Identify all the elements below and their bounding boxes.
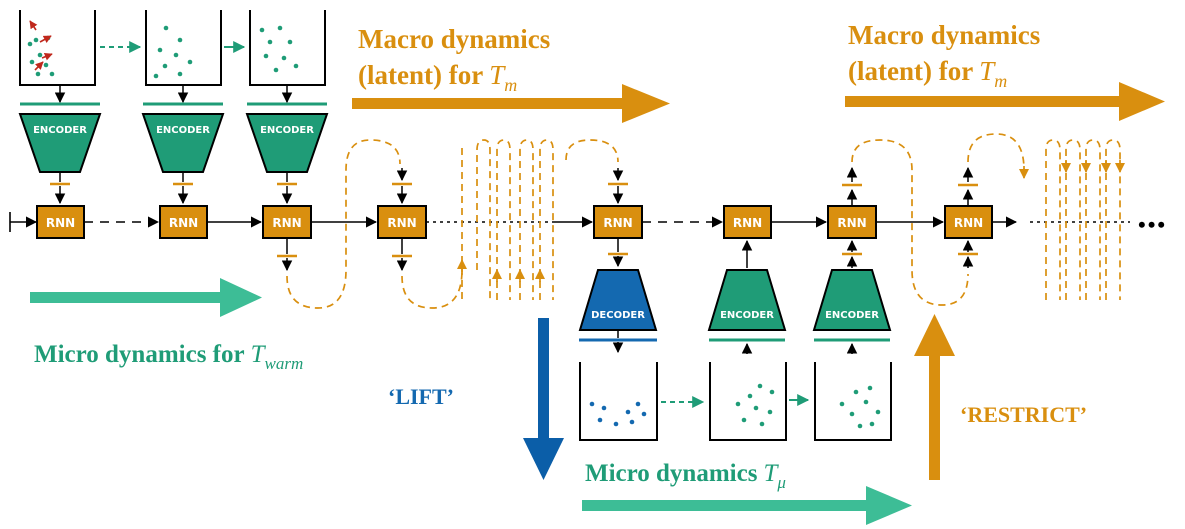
continuation-ellipsis: ••• bbox=[1138, 212, 1167, 237]
svg-text:RNN: RNN bbox=[733, 216, 762, 230]
restrict-label: ‘RESTRICT’ bbox=[960, 402, 1087, 427]
macro-loop-arrowheads bbox=[456, 160, 1126, 282]
restrict-arrow bbox=[914, 314, 955, 480]
rnn-cell-1: RNN bbox=[36, 205, 85, 239]
lift-arrow bbox=[523, 318, 564, 480]
svg-text:RNN: RNN bbox=[169, 216, 198, 230]
micro-box-1 bbox=[19, 10, 96, 86]
svg-text:ENCODER: ENCODER bbox=[33, 125, 87, 136]
encoder-top-1: ENCODER bbox=[18, 86, 102, 173]
svg-text:ENCODER: ENCODER bbox=[156, 125, 210, 136]
encoder-bottom-2: ENCODER bbox=[812, 269, 892, 354]
svg-text:RNN: RNN bbox=[954, 216, 983, 230]
rnn-chain-connectors bbox=[9, 212, 1130, 232]
latent-outputs bbox=[277, 166, 978, 272]
micro-box-2 bbox=[145, 10, 222, 86]
micro-box-3 bbox=[249, 10, 326, 86]
macro-loops bbox=[286, 133, 1121, 309]
encoder-bottom-1: ENCODER bbox=[707, 269, 787, 354]
rnn-cell-3: RNN bbox=[262, 205, 312, 239]
svg-text:Macro dynamics: Macro dynamics bbox=[358, 24, 550, 54]
micro-box-mid bbox=[709, 362, 787, 441]
rnn-cell-5: RNN bbox=[593, 205, 643, 239]
rnn-cell-6: RNN bbox=[723, 205, 772, 239]
encoder-top-2: ENCODER bbox=[141, 86, 225, 173]
micro-warm-arrow bbox=[30, 278, 262, 317]
micro-mu-arrow bbox=[582, 486, 912, 525]
svg-text:ENCODER: ENCODER bbox=[825, 310, 879, 321]
svg-text:ENCODER: ENCODER bbox=[720, 310, 774, 321]
rnn-cell-7: RNN bbox=[827, 205, 877, 239]
svg-text:RNN: RNN bbox=[272, 216, 301, 230]
macro-arrow-left bbox=[352, 84, 670, 123]
svg-text:RNN: RNN bbox=[387, 216, 416, 230]
encoder-top-3: ENCODER bbox=[245, 86, 329, 173]
rnn-cell-2: RNN bbox=[159, 205, 208, 239]
micro-box-lift bbox=[579, 362, 658, 441]
macro-arrow-right bbox=[845, 82, 1165, 121]
decoder-block: DECODER bbox=[578, 269, 658, 354]
rnn-cell-8: RNN bbox=[944, 205, 993, 239]
rnn-cell-4: RNN bbox=[377, 205, 427, 239]
svg-text:DECODER: DECODER bbox=[591, 310, 645, 321]
svg-text:Macro dynamics: Macro dynamics bbox=[848, 20, 1040, 50]
svg-text:ENCODER: ENCODER bbox=[260, 125, 314, 136]
svg-text:RNN: RNN bbox=[603, 216, 632, 230]
micro-box-restrict bbox=[814, 362, 892, 441]
svg-text:RNN: RNN bbox=[837, 216, 866, 230]
svg-text:RNN: RNN bbox=[46, 216, 75, 230]
lift-label: ‘LIFT’ bbox=[388, 384, 454, 409]
